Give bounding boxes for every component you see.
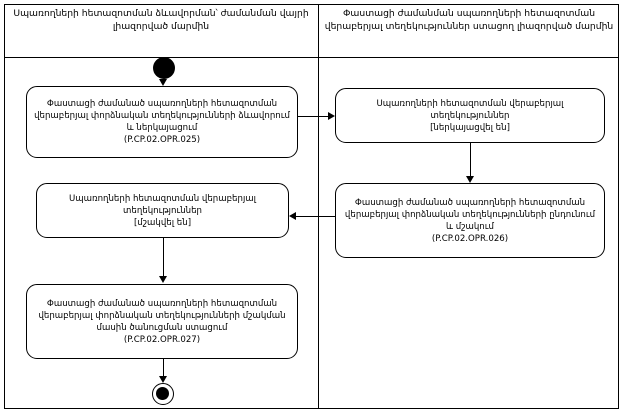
connector-b-to-c-line bbox=[470, 143, 471, 176]
connector-a-to-b-line bbox=[298, 116, 328, 117]
connector-a-to-b-arrow bbox=[328, 112, 335, 120]
diagram-frame bbox=[4, 4, 619, 409]
start-node-icon bbox=[153, 57, 175, 79]
connector-e-to-end-arrow bbox=[159, 376, 167, 383]
connector-d-to-e-arrow bbox=[159, 276, 167, 283]
connector-d-to-e-line bbox=[163, 238, 164, 276]
connector-e-to-end-line bbox=[163, 359, 164, 376]
end-node-icon bbox=[152, 383, 174, 405]
activity-node-c-label: Փաստացի ժամանած սպառողների հետազոտման վե… bbox=[344, 197, 596, 244]
swimlane-title-left: Սպառողների հետազոտման ձևավորման՝ ժամանմա… bbox=[13, 8, 309, 32]
swimlane-divider bbox=[318, 4, 319, 409]
object-node-b-label: Սպառողների հետազոտման վերաբերյալ տեղեկու… bbox=[376, 98, 564, 133]
activity-node-e-label: Փաստացի ժամանած սպառողների հետազոտման վե… bbox=[38, 298, 286, 345]
activity-node-a[interactable]: Փաստացի ժամանած սպառողների հետազոտման վե… bbox=[26, 86, 298, 158]
connector-c-to-d-line bbox=[296, 216, 335, 217]
swimlane-title-right: Փաստացի ժամանման սպառողների հետազոտման վ… bbox=[324, 8, 614, 32]
object-node-d[interactable]: Սպառողների հետազոտման վերաբերյալ տեղեկու… bbox=[36, 183, 289, 238]
object-node-d-label: Սպառողների հետազոտման վերաբերյալ տեղեկու… bbox=[68, 193, 256, 228]
activity-node-e[interactable]: Փաստացի ժամանած սպառողների հետազոտման վե… bbox=[26, 284, 298, 359]
connector-start-to-a-arrow bbox=[159, 79, 167, 86]
swimlane-header-divider bbox=[4, 57, 619, 58]
activity-node-c[interactable]: Փաստացի ժամանած սպառողների հետազոտման վե… bbox=[335, 183, 605, 258]
object-node-b[interactable]: Սպառողների հետազոտման վերաբերյալ տեղեկու… bbox=[335, 88, 605, 143]
connector-c-to-d-arrow bbox=[289, 212, 296, 220]
connector-b-to-c-arrow bbox=[466, 176, 474, 183]
activity-node-a-label: Փաստացի ժամանած սպառողների հետազոտման վե… bbox=[34, 99, 290, 145]
